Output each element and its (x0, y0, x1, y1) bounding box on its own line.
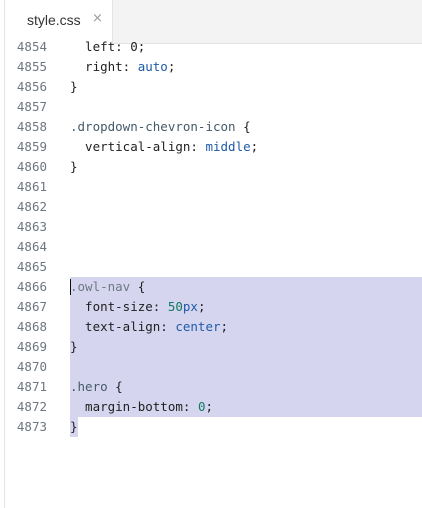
code-line[interactable]: .hero { (70, 377, 422, 397)
code-line[interactable]: font-size: 50px; (70, 297, 422, 317)
code-token: ; (167, 59, 176, 74)
code-token: vertical-align: (70, 139, 206, 154)
code-area[interactable]: left: 0; right: auto;} .dropdown-chevron-… (70, 39, 422, 508)
code-line[interactable]: } (70, 77, 422, 97)
code-token: } (70, 79, 78, 94)
code-token: .hero (70, 379, 108, 394)
line-number: 4855 (16, 59, 47, 74)
code-token: right: (70, 59, 138, 74)
line-number: 4868 (16, 319, 47, 334)
line-number: 4856 (16, 79, 47, 94)
line-number: 4867 (16, 299, 47, 314)
code-line[interactable]: margin-bottom: 0; (70, 397, 422, 417)
code-line[interactable]: vertical-align: middle; (70, 137, 422, 157)
code-line[interactable] (70, 217, 422, 237)
selection-highlight (70, 397, 422, 417)
code-line[interactable]: left: 0; (70, 37, 422, 57)
code-token: 50 (167, 299, 183, 314)
selection-highlight (70, 417, 78, 437)
line-number: 4861 (16, 179, 47, 194)
code-token: .dropdown-chevron-icon (70, 119, 236, 134)
line-number: 4864 (16, 239, 47, 254)
code-token: } (70, 419, 78, 434)
code-token: auto (137, 59, 168, 74)
selection-highlight (70, 317, 422, 337)
code-token: { (130, 279, 146, 294)
selection-highlight (70, 377, 422, 397)
close-icon[interactable]: × (92, 11, 103, 26)
line-number-gutter: 4854 4855 4856 4857 4858 4859 4860 4861 4862 4863… (5, 39, 65, 508)
line-number: 4865 (16, 259, 47, 274)
code-token: { (235, 119, 251, 134)
line-number: 4866 (16, 279, 47, 294)
code-token: middle (205, 139, 251, 154)
line-number: 4871 (16, 379, 47, 394)
code-token: .owl-nav (70, 279, 131, 294)
code-line[interactable] (70, 97, 422, 117)
code-line[interactable]: right: auto; (70, 57, 422, 77)
code-token: { (107, 379, 123, 394)
line-number: 4854 (16, 39, 47, 54)
code-token: ; (205, 399, 213, 414)
selection-highlight (70, 337, 422, 357)
tab-style-css[interactable]: style.css × (5, 0, 113, 44)
code-line[interactable]: } (70, 417, 422, 437)
code-line[interactable] (70, 257, 422, 277)
line-number: 4869 (16, 339, 47, 354)
code-token: } (70, 339, 78, 354)
editor-left-border (4, 0, 5, 508)
selection-highlight (70, 277, 422, 297)
tab-filename: style.css (27, 12, 81, 28)
line-number: 4860 (16, 159, 47, 174)
code-token: ; (220, 319, 229, 334)
line-number: 4863 (16, 219, 47, 234)
line-number: 4862 (16, 199, 47, 214)
code-token: font-size: (70, 299, 168, 314)
code-token: left: 0; (70, 39, 146, 54)
code-token: margin-bottom: (70, 399, 198, 414)
code-token: px (182, 299, 198, 314)
code-line[interactable] (70, 197, 422, 217)
line-number: 4859 (16, 139, 47, 154)
code-line[interactable]: .dropdown-chevron-icon { (70, 117, 422, 137)
code-line[interactable]: } (70, 157, 422, 177)
code-line[interactable] (70, 357, 422, 377)
code-line[interactable] (70, 177, 422, 197)
code-token: } (70, 159, 78, 174)
code-token: ; (197, 299, 206, 314)
code-line[interactable]: } (70, 337, 422, 357)
code-token: ; (250, 139, 259, 154)
selection-highlight (70, 357, 422, 377)
line-number: 4857 (16, 99, 47, 114)
code-token: text-align: (70, 319, 176, 334)
line-number: 4872 (16, 399, 47, 414)
code-token: 0 (197, 399, 206, 414)
selection-highlight (70, 297, 422, 317)
code-line[interactable] (70, 237, 422, 257)
code-line[interactable]: .owl-nav { (70, 277, 422, 297)
line-number: 4858 (16, 119, 47, 134)
code-token: center (175, 319, 221, 334)
line-number: 4870 (16, 359, 47, 374)
tab-bar: style.css × (5, 0, 422, 44)
text-cursor (70, 279, 71, 295)
code-line[interactable]: text-align: center; (70, 317, 422, 337)
line-number: 4873 (16, 419, 47, 434)
